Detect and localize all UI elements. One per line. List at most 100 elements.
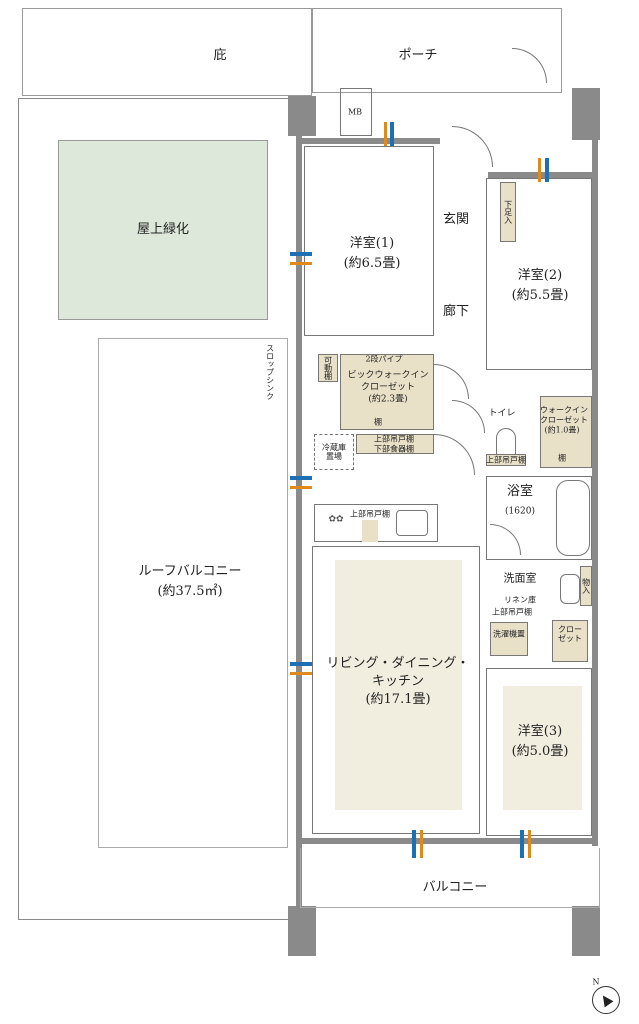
storage	[580, 566, 592, 606]
roof-balcony-label: ルーフバルコニー	[138, 564, 242, 580]
entrance-label: 玄関	[442, 212, 470, 228]
meter-box-label: MB	[347, 107, 363, 117]
column-ne	[572, 88, 600, 140]
shoe-storage-label: 下足入	[503, 200, 513, 224]
washing-machine-label: 洗濯機置	[493, 629, 525, 639]
two-tier-pipe-label: 2段パイプ	[365, 354, 403, 364]
small-wic-size: (約1.0畳)	[544, 425, 580, 435]
small-wic-label-2: クローゼット	[540, 415, 588, 425]
closet-label: クローゼット	[558, 624, 582, 643]
small-wic-label: ウォークイン	[540, 405, 588, 415]
western-room-2-label: 洋室(2)	[517, 268, 563, 284]
window-room1	[290, 252, 312, 256]
wall-south	[300, 838, 596, 844]
window-kitchen	[290, 476, 312, 480]
window-kitchen-mark	[290, 486, 312, 489]
meter-box	[340, 88, 372, 136]
porch-label: ポーチ	[398, 48, 438, 64]
movable-shelf	[318, 354, 338, 382]
column-nw	[288, 96, 316, 136]
window-room3-south	[520, 830, 524, 858]
rooftop-greening-label: 屋上緑化	[136, 222, 190, 238]
big-wic-size: (約2.3畳)	[368, 394, 408, 405]
toilet-door[interactable]	[452, 400, 485, 433]
compass-icon	[592, 986, 620, 1014]
western-room-1-label: 洋室(1)	[349, 236, 395, 252]
kitchen-upper-cabinet-label: 上部吊戸棚	[350, 509, 390, 519]
eaves-area	[22, 8, 312, 96]
entrance-door[interactable]	[452, 126, 493, 167]
upper-cabinet-dish-storage	[356, 434, 434, 454]
porch-area	[312, 8, 562, 93]
eaves-label: 庇	[213, 48, 227, 64]
wall-west	[296, 96, 302, 916]
column-sw	[288, 906, 316, 956]
storage-label: 物入	[581, 578, 591, 594]
toilet-label: トイレ	[488, 408, 516, 419]
small-wic-shelf-label: 棚	[558, 453, 566, 463]
balcony-label: バルコニー	[422, 880, 488, 896]
window-north-mark	[384, 122, 387, 146]
wic-shelf-label: 棚	[374, 417, 382, 427]
shoe-storage	[500, 182, 516, 242]
bathroom	[486, 476, 592, 560]
living-dining-kitchen	[312, 546, 480, 834]
western-room-3-label: 洋室(3)	[517, 724, 563, 740]
closet	[552, 620, 588, 662]
kitchen-upper-cabinet	[362, 520, 378, 542]
fridge-space-label: 冷蔵庫置場	[322, 442, 346, 461]
big-wic-label: ビックウォークイン	[347, 370, 429, 381]
window-room2	[545, 158, 549, 182]
slop-sink-label: スロップシンク	[265, 344, 275, 400]
window-ldk-south	[412, 830, 416, 858]
column-se	[572, 906, 600, 956]
fridge-space	[314, 434, 354, 470]
western-room-3-size: (約5.0畳)	[511, 744, 569, 760]
balcony-railing	[300, 848, 600, 908]
window-room1-mark	[290, 262, 312, 265]
washroom-label: 洗面室	[503, 571, 537, 585]
ldk-label-2: キッチン	[371, 674, 425, 690]
ldk-floor	[335, 560, 462, 810]
western-room-2-size: (約5.5畳)	[511, 288, 569, 304]
western-room-1-size: (約6.5畳)	[343, 256, 401, 272]
movable-shelf-label: 可動棚	[323, 356, 333, 380]
big-wic-label-2: クローゼット	[360, 382, 416, 393]
window-room3-south-mark	[528, 830, 531, 858]
bathroom-label: 浴室	[506, 484, 534, 500]
roof-balcony-inner	[98, 338, 288, 848]
wall-north-2	[488, 172, 596, 178]
roof-balcony-area: (約37.5㎡)	[157, 584, 223, 600]
western-room-3-floor	[503, 686, 582, 810]
hallway-label: 廊下	[442, 304, 470, 320]
wall-north	[300, 138, 440, 144]
ldk-door[interactable]	[434, 434, 475, 475]
window-ldk-mark	[290, 672, 312, 675]
ldk-label-1: リビング・ダイニング・	[326, 656, 470, 672]
rooftop-greening-area	[58, 140, 268, 320]
window-ldk	[290, 662, 312, 666]
washing-machine-space	[490, 622, 528, 656]
linen-cabinet-label: リネン庫	[504, 595, 536, 605]
western-room-1	[304, 146, 434, 336]
lower-dish-storage-label: 下部食器棚	[374, 444, 414, 454]
bathroom-size: (1620)	[505, 506, 535, 517]
big-walk-in-closet	[340, 354, 434, 430]
washbasin	[560, 574, 580, 604]
small-walk-in-closet	[540, 396, 592, 468]
ldk-size: (約17.1畳)	[365, 692, 431, 708]
washroom-upper-cabinet-label: 上部吊戸棚	[492, 607, 532, 617]
toilet-bowl	[496, 428, 516, 456]
kitchen-sink	[396, 510, 428, 536]
compass-north-label: N	[592, 977, 600, 987]
stove-icon: ✿✿	[328, 514, 344, 525]
toilet-upper-cabinet-label: 上部吊戸棚	[486, 455, 526, 465]
toilet-upper-cabinet	[486, 454, 526, 466]
wic-door[interactable]	[434, 364, 469, 399]
western-room-3	[486, 668, 592, 836]
bathtub	[556, 480, 590, 556]
upper-cabinet-label: 上部吊戸棚	[374, 434, 414, 444]
window-ldk-south-mark	[420, 830, 423, 858]
window-room2-mark	[538, 158, 541, 182]
